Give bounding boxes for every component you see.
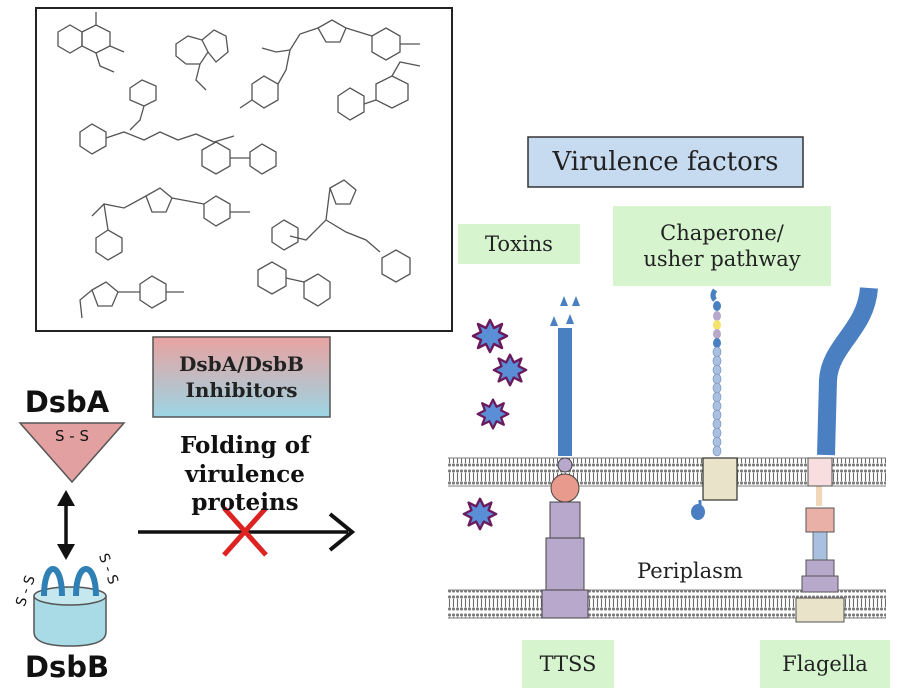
toxin-particles — [462, 318, 528, 531]
inhibitors-box — [152, 336, 331, 418]
blocked-cross-icon — [222, 506, 268, 557]
ttss-structure — [541, 296, 589, 619]
flagella-structure — [795, 286, 878, 623]
folding-label: Folding of virulence proteins — [179, 431, 310, 517]
dsba-label: DsbA — [24, 385, 110, 419]
dsba-disulfide-label: S - S — [55, 427, 89, 445]
flagella-label-bg — [760, 640, 890, 688]
chaperone-label-bg — [613, 206, 831, 286]
dsbb-bucket — [33, 566, 107, 647]
dsba-dsbb-arrow — [57, 490, 75, 560]
virulence-factors-label: Virulence factors — [552, 147, 779, 177]
inhibitor-structures-panel — [35, 7, 453, 332]
periplasm-label: Periplasm — [637, 559, 743, 583]
ttss-label: TTSS — [539, 652, 597, 676]
dsba-triangle — [18, 422, 126, 484]
toxins-label-bg — [458, 224, 580, 264]
flagella-label: Flagella — [782, 652, 868, 676]
chaperone-usher-label: Chaperone/ usher pathway — [643, 220, 801, 271]
inhibitors-label: DsbA/DsbB Inhibitors — [179, 352, 304, 402]
chemical-structures — [57, 12, 421, 319]
chaperone-usher-structure — [691, 288, 738, 520]
ttss-label-bg — [522, 640, 614, 688]
toxins-label: Toxins — [485, 232, 553, 256]
virulence-factors-box — [527, 136, 804, 188]
dsbb-label: DsbB — [24, 650, 110, 684]
